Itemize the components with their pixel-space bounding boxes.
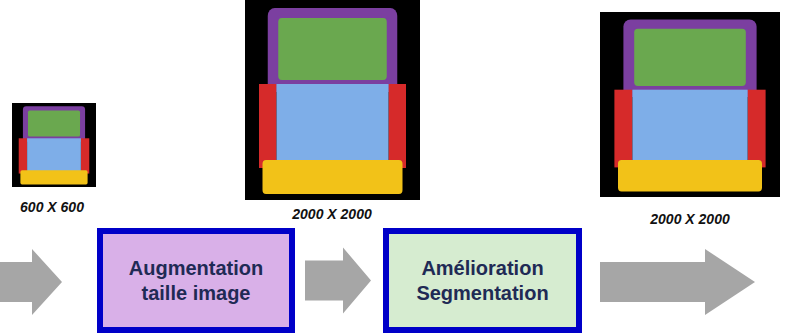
process-box: Amélioration Segmentation bbox=[383, 228, 582, 333]
input-arrow bbox=[0, 249, 62, 315]
process-box: Augmentation taille image bbox=[97, 228, 295, 333]
size-label: 600 X 600 bbox=[20, 199, 84, 215]
flow-arrow bbox=[305, 248, 371, 314]
size-label: 2000 X 2000 bbox=[292, 206, 371, 222]
improved-image bbox=[600, 12, 780, 197]
output-arrow bbox=[600, 249, 755, 315]
box-label: Augmentation taille image bbox=[103, 256, 289, 306]
small-image bbox=[12, 103, 96, 187]
box-label: Amélioration Segmentation bbox=[389, 256, 576, 306]
enlarged-image bbox=[245, 0, 420, 200]
size-label: 2000 X 2000 bbox=[650, 211, 729, 227]
